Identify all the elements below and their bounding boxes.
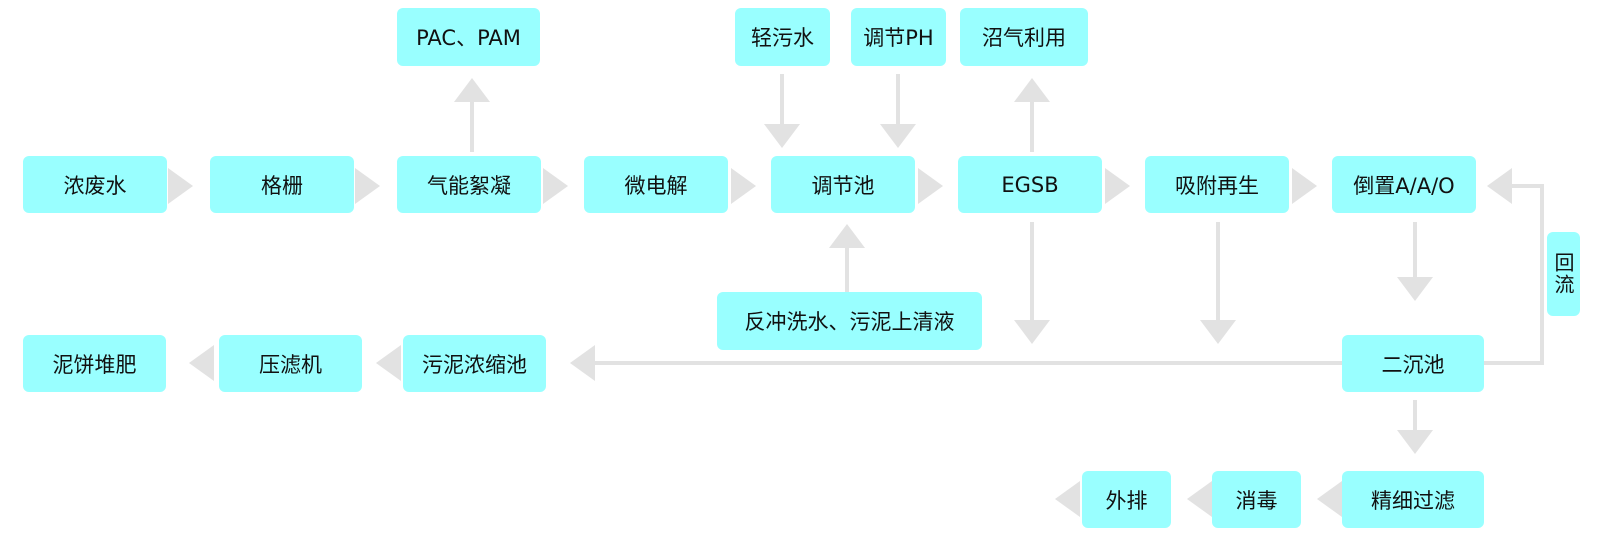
arrow-right: [1292, 168, 1317, 204]
arrow-up: [1014, 78, 1050, 102]
line-reflux-loop: [1484, 184, 1544, 365]
arrow-right: [1105, 168, 1130, 204]
node-disinfection: 消毒: [1212, 471, 1301, 528]
node-inverted-aao: 倒置A/A/O: [1332, 156, 1476, 213]
node-ph-adjust: 调节PH: [851, 8, 946, 66]
node-sludge-cake-compost: 泥饼堆肥: [23, 335, 166, 392]
arrow-down: [1397, 277, 1433, 301]
arrow-right: [731, 168, 756, 204]
arrow-down: [880, 124, 916, 148]
arrow-up: [829, 224, 865, 248]
arrow-down: [1397, 430, 1433, 454]
node-air-flotation: 气能絮凝: [397, 156, 541, 213]
arrow-down: [764, 124, 800, 148]
node-secondary-clarifier: 二沉池: [1342, 335, 1484, 392]
node-grille: 格栅: [210, 156, 354, 213]
arrow-left: [1055, 481, 1080, 517]
arrow-left: [1317, 481, 1342, 517]
node-discharge: 外排: [1082, 471, 1171, 528]
node-sludge-thickener: 污泥浓缩池: [403, 335, 546, 392]
arrow-right: [543, 168, 568, 204]
arrow-right: [918, 168, 943, 204]
node-fine-filtration: 精细过滤: [1342, 471, 1484, 528]
node-adsorption-regeneration: 吸附再生: [1145, 156, 1289, 213]
arrow-down: [1200, 320, 1236, 344]
arrow-down: [1014, 320, 1050, 344]
arrow-left: [376, 345, 401, 381]
node-egsb: EGSB: [958, 156, 1102, 213]
node-concentrated-wastewater: 浓废水: [23, 156, 167, 213]
node-regulating-tank: 调节池: [771, 156, 915, 213]
node-pac-pam: PAC、PAM: [397, 8, 540, 66]
node-reflux: 回流: [1547, 232, 1580, 316]
node-light-wastewater: 轻污水: [735, 8, 830, 66]
node-filter-press: 压滤机: [219, 335, 362, 392]
node-micro-electrolysis: 微电解: [584, 156, 728, 213]
node-biogas-use: 沼气利用: [960, 8, 1088, 66]
node-backwash-water: 反冲洗水、污泥上清液: [717, 292, 982, 350]
arrow-left: [1187, 481, 1212, 517]
arrow-right: [355, 168, 380, 204]
arrow-left: [1487, 168, 1512, 204]
connector-arrowheads: [168, 78, 1512, 517]
arrow-up: [454, 78, 490, 102]
arrow-left: [189, 345, 214, 381]
arrow-left: [570, 345, 595, 381]
arrow-right: [168, 168, 193, 204]
connector-lines: [470, 74, 1544, 430]
